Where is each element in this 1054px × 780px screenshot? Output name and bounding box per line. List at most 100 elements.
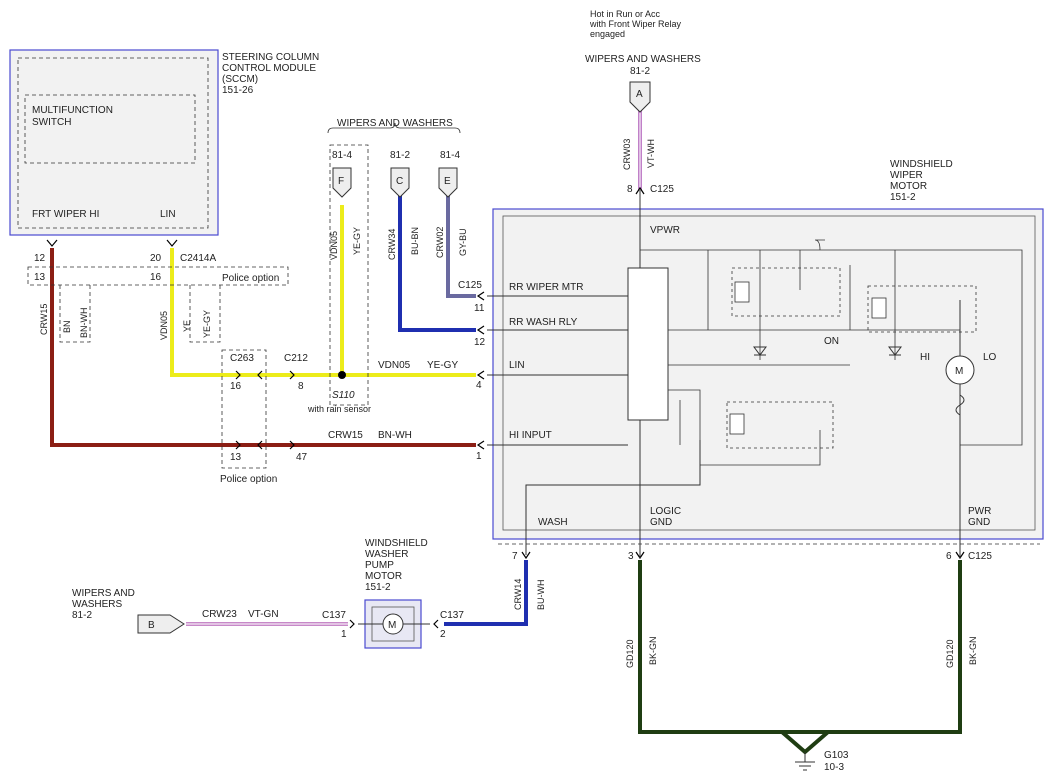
wipers-top-ref: 81-2: [630, 66, 650, 77]
wipers-group-brace: [327, 122, 461, 134]
police-option-top: Police option: [222, 273, 279, 284]
wire-ye-label: YE: [182, 320, 192, 332]
wire-ye-gy-label-left: YE-GY: [202, 310, 212, 338]
wire-gd120: [638, 560, 962, 734]
pin-47: 47: [296, 452, 308, 463]
wire-crw14-label: CRW14: [513, 579, 523, 610]
motor-ref: 151-2: [890, 192, 916, 203]
pump-title-4: MOTOR: [365, 571, 402, 582]
wipers-left-ref: 81-2: [72, 610, 92, 621]
wire-vt-wh-label: VT-WH: [646, 139, 656, 168]
ground-symbol: [795, 752, 815, 771]
police-bn-wh-branch: [59, 285, 91, 343]
wire-vdn05: [170, 248, 476, 377]
pin-7: 7: [512, 551, 518, 562]
pin-16b: 16: [230, 381, 242, 392]
motor-logic: LOGIC: [650, 506, 681, 517]
c2414a-label: C2414A: [180, 253, 216, 264]
conn-e-ref: 81-4: [440, 150, 460, 161]
c125-bottom: C125: [968, 551, 992, 562]
c137-left: C137: [322, 610, 346, 621]
connector-a-tag: A: [636, 89, 643, 100]
pin-1-pump: 1: [341, 629, 347, 640]
motor-wash: WASH: [538, 517, 568, 528]
conn-f-tag: F: [338, 176, 344, 187]
pin-1: 1: [476, 451, 482, 462]
connector-f: [332, 167, 352, 198]
connector-e: [438, 167, 458, 198]
wire-crw02: [446, 195, 476, 298]
pin-8-top: 8: [627, 184, 633, 195]
wire-vdn05-label-left: VDN05: [159, 311, 169, 340]
c212-label: C212: [284, 353, 308, 364]
wire-bn-label: BN: [62, 320, 72, 333]
wire-gy-bu-label: GY-BU: [458, 228, 468, 256]
wire-crw03-label: CRW03: [622, 139, 632, 170]
relay-1: [731, 267, 841, 317]
s110-label: S110: [332, 390, 355, 401]
wire-vdn05-label-v: VDN05: [329, 231, 339, 260]
motor-vpwr: VPWR: [650, 225, 680, 236]
pin-13b: 13: [230, 452, 242, 463]
connector-b: [137, 614, 185, 634]
conn-e-tag: E: [444, 176, 451, 187]
motor-logic-gnd: GND: [650, 517, 672, 528]
mfs-label-1: MULTIFUNCTION: [32, 105, 113, 116]
wire-bn-wh-label-v: BN-WH: [79, 308, 89, 339]
connector-c: [390, 167, 410, 198]
motor-pwr: PWR: [968, 506, 991, 517]
top-note-2: with Front Wiper Relay: [589, 19, 682, 29]
pump-title-3: PUMP: [365, 560, 394, 571]
wire-crw02-label: CRW02: [435, 227, 445, 258]
relay-2: [867, 285, 977, 333]
wire-ye-gy-label-v: YE-GY: [352, 227, 362, 255]
sccm-ref: 151-26: [222, 85, 254, 96]
top-note-1: Hot in Run or Acc: [590, 9, 661, 19]
pin-6: 6: [946, 551, 952, 562]
conn-c-ref: 81-2: [390, 150, 410, 161]
motor-m: M: [955, 366, 963, 377]
pin-4: 4: [476, 380, 482, 391]
wire-crw14: [444, 560, 528, 626]
washer-pump-motor: M: [358, 599, 430, 649]
motor-lo: LO: [983, 352, 997, 363]
sccm-title-1: STEERING COLUMN: [222, 52, 319, 63]
wire-bu-bn-label: BU-BN: [410, 227, 420, 255]
motor-title-3: MOTOR: [890, 181, 927, 192]
pin-12: 12: [34, 253, 46, 264]
wire-bk-gn-left: BK-GN: [648, 636, 658, 665]
motor-rr-wiper-mtr: RR WIPER MTR: [509, 282, 583, 293]
ground-v: [780, 730, 830, 755]
c137-right: C137: [440, 610, 464, 621]
motor-pwr-gnd: GND: [968, 517, 990, 528]
diode-2: [888, 346, 902, 356]
ground-ref: 10-3: [824, 762, 844, 773]
wire-crw15-label-h: CRW15: [328, 430, 363, 441]
sccm-pin-frt-wiper-hi: FRT WIPER HI: [32, 209, 99, 220]
wire-vdn05-label-h: VDN05: [378, 360, 411, 371]
wire-ye-gy-label-h: YE-GY: [427, 360, 458, 371]
pin-3: 3: [628, 551, 634, 562]
pump-m: M: [388, 620, 396, 631]
top-note-3: engaged: [590, 29, 625, 39]
wire-crw23-label: CRW23: [202, 609, 237, 620]
c263-label: C263: [230, 353, 254, 364]
wire-crw34-label: CRW34: [387, 229, 397, 260]
sccm-module: MULTIFUNCTION SWITCH FRT WIPER HI LIN: [9, 49, 219, 236]
pin-8: 8: [298, 381, 304, 392]
splice-s110: [338, 371, 346, 379]
wipers-left-title-2: WASHERS: [72, 599, 123, 610]
wiper-motor-module: [487, 190, 1044, 558]
pump-title-2: WASHER: [365, 549, 409, 560]
motor-lin: LIN: [509, 360, 525, 371]
motor-hi-input: HI INPUT: [509, 430, 552, 441]
mfs-label-2: SWITCH: [32, 117, 71, 128]
motor-rr-wash-rly: RR WASH RLY: [509, 317, 578, 328]
motor-title-1: WINDSHIELD: [890, 159, 953, 170]
wiper-motor-symbol: [945, 355, 975, 385]
conn-c-tag: C: [396, 176, 403, 187]
motor-title-2: WIPER: [890, 170, 923, 181]
pump-ref: 151-2: [365, 582, 391, 593]
conn-f-ref: 81-4: [332, 150, 352, 161]
